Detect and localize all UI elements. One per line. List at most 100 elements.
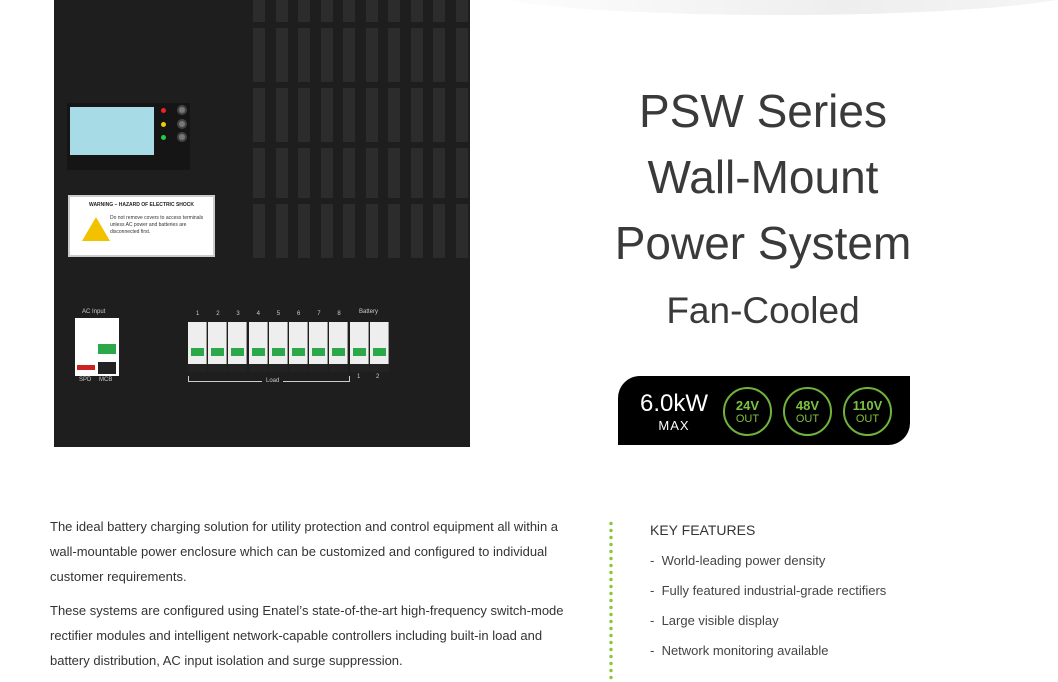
vent-slot (410, 28, 423, 82)
vent-slot (455, 28, 468, 82)
control-button (177, 105, 187, 115)
vent-slot (253, 204, 265, 258)
vent-slot (410, 148, 423, 198)
control-button (177, 119, 187, 129)
vent-slot (320, 0, 333, 22)
vent-slot (298, 0, 310, 22)
breaker (248, 322, 268, 372)
vent-slot (343, 28, 355, 82)
dotted-divider (609, 520, 613, 680)
breaker-switch (332, 348, 346, 356)
vent-slot (253, 148, 265, 198)
vent-slot (388, 88, 400, 142)
vent-slot (298, 28, 310, 82)
vent-slot (343, 88, 355, 142)
breaker (289, 322, 308, 372)
warning-text: Do not remove covers to access terminals… (110, 215, 204, 235)
breaker-switch (271, 348, 285, 356)
breaker-number: 7 (317, 311, 321, 317)
load-label: Load (262, 378, 284, 384)
vent-slot (320, 204, 333, 258)
vent-slot (365, 0, 378, 22)
feature-text: Fully featured industrial-grade rectifie… (661, 583, 887, 598)
breaker-base (369, 364, 389, 372)
mcb-switch (98, 344, 116, 354)
breaker (228, 322, 248, 372)
feature-text: Large visible display (661, 613, 779, 628)
output-voltage: 24V (735, 398, 760, 413)
feature-item: - World-leading power density (650, 553, 826, 568)
breaker-switch (372, 348, 386, 356)
control-button (177, 132, 187, 142)
vent-slot (365, 148, 378, 198)
breaker (369, 322, 389, 372)
warning-title: WARNING – HAZARD OF ELECTRIC SHOCK (89, 202, 194, 208)
breaker (268, 322, 288, 372)
vent-slot (455, 0, 468, 22)
breaker-number: 8 (337, 311, 341, 317)
vent-slot (455, 148, 468, 198)
output-label: OUT (735, 413, 760, 425)
vent-slot (253, 88, 265, 142)
vent-slot (365, 204, 378, 258)
output-label: OUT (855, 413, 880, 425)
vent-slot (433, 28, 445, 82)
breaker-switch (211, 348, 225, 356)
header-swoosh (470, 0, 1058, 15)
vent-slot (433, 204, 445, 258)
vent-slot (298, 88, 310, 142)
breaker-number: 6 (297, 311, 301, 317)
red-led-icon (161, 108, 166, 113)
breaker-base (228, 364, 248, 372)
breaker-switch (191, 348, 204, 356)
breaker-switch (312, 348, 326, 356)
description: The ideal battery charging solution for … (50, 514, 570, 682)
vent-slot (275, 0, 288, 22)
vent-slot (410, 88, 423, 142)
spd-label: SPD (79, 377, 92, 383)
feature-item: - Fully featured industrial-grade rectif… (650, 583, 887, 598)
breaker-number: 4 (256, 311, 260, 317)
feature-item: - Network monitoring available (650, 643, 829, 658)
vent-slot (388, 148, 400, 198)
vent-slot (388, 0, 400, 22)
vent-slot (320, 148, 333, 198)
breaker-base (208, 364, 228, 372)
breaker (208, 322, 228, 372)
vent-slot (433, 0, 445, 22)
key-features: KEY FEATURES - World-leading power densi… (650, 520, 886, 666)
description-paragraph: The ideal battery charging solution for … (50, 519, 559, 584)
vent-slot (433, 88, 445, 142)
breaker-switch (292, 348, 305, 356)
title-line-1: PSW Series (639, 85, 887, 137)
subtitle: Fan-Cooled (666, 290, 860, 331)
vent-slot (253, 28, 265, 82)
feature-text: World-leading power density (661, 553, 826, 568)
output-voltage: 48V (795, 398, 820, 413)
feature-text: Network monitoring available (661, 643, 829, 658)
vent-slot (275, 148, 288, 198)
breaker-base (349, 364, 369, 372)
vent-slot (275, 88, 288, 142)
vent-slot (365, 88, 378, 142)
key-features-heading: KEY FEATURES (650, 522, 756, 538)
breaker-base (248, 364, 268, 372)
vent-slot (455, 204, 468, 258)
feature-item: - Large visible display (650, 613, 779, 628)
vent-slot (320, 28, 333, 82)
vent-slot (365, 28, 378, 82)
breaker (188, 322, 207, 372)
ac-input-breakers (75, 318, 119, 376)
output-voltage: 110V (852, 398, 883, 413)
vent-slot (298, 204, 310, 258)
breaker-number: 1 (196, 311, 200, 317)
electric-hazard-icon (82, 217, 110, 241)
yellow-led-icon (161, 122, 166, 127)
breaker-number: 5 (276, 311, 281, 317)
ac-input-label: AC Input (82, 309, 106, 315)
vent-slot (343, 148, 355, 198)
vent-slot (410, 204, 423, 258)
